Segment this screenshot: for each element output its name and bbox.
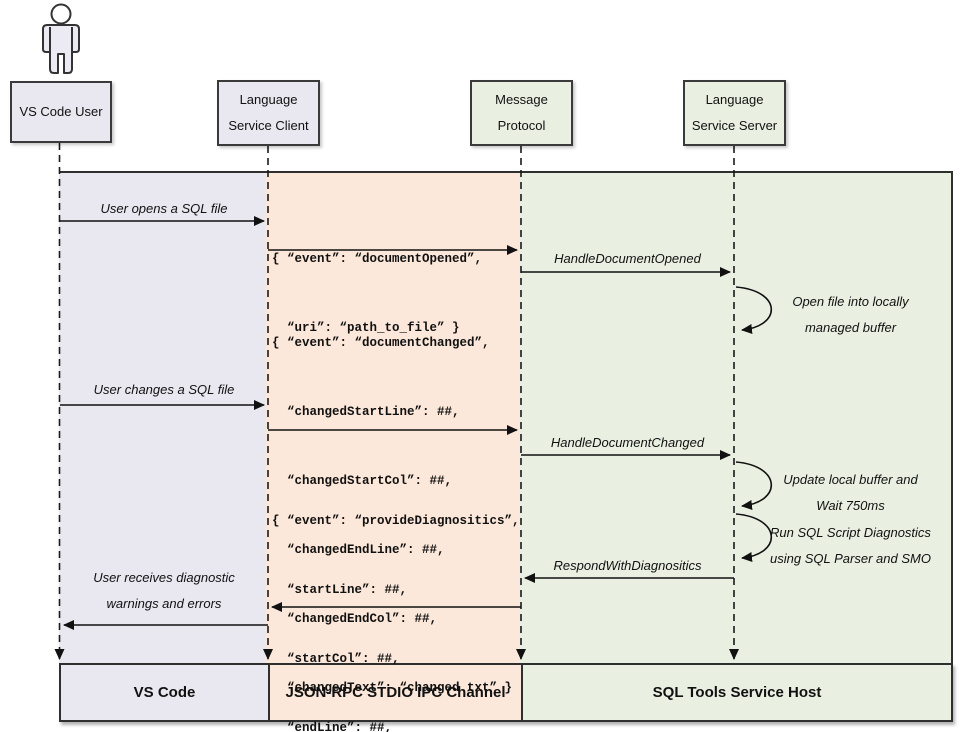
json-line: { “event”: “provideDiagnositics”, <box>272 514 520 528</box>
annotation-line: Wait 750ms <box>816 498 885 513</box>
json-block-document-changed: { “event”: “documentChanged”, “changedSt… <box>272 286 512 732</box>
json-line: “changedEndLine”: ##, <box>272 543 445 557</box>
annotation-run-diagnostics: Run SQL Script Diagnostics using SQL Par… <box>748 520 953 572</box>
footer-label: JSON-RPC STDIO IPC Channel <box>285 684 506 701</box>
lane-ipc-channel <box>266 173 519 663</box>
actor-box-vs-code-user: VS Code User <box>10 81 112 143</box>
actor-label: Language <box>239 92 298 107</box>
annotation-update-buffer: Update local buffer and Wait 750ms <box>748 467 953 519</box>
footer-box-ipc-channel: JSON-RPC STDIO IPC Channel <box>268 665 521 720</box>
json-line: “changedEndCol”: ##, <box>272 612 438 626</box>
json-line: { “event”: “documentChanged”, <box>272 336 490 350</box>
message-label-handle-document-changed: HandleDocumentChanged <box>550 435 705 450</box>
message-label-handle-document-opened: HandleDocumentOpened <box>554 251 701 266</box>
footer-box-vs-code: VS Code <box>61 665 268 720</box>
actor-label: Protocol <box>497 118 546 133</box>
message-label-line: warnings and errors <box>106 596 222 611</box>
actor-box-message-protocol: Message Protocol <box>470 80 573 146</box>
json-line: “startCol”: ##, <box>272 652 400 666</box>
json-block-provide-diagnostics: { “event”: “provideDiagnositics”, “start… <box>272 464 520 732</box>
json-block-document-opened: { “event”: “documentOpened”, “uri”: “pat… <box>272 202 482 386</box>
actor-label: Message <box>495 92 548 107</box>
json-line: “endLine”: ##, <box>272 721 393 732</box>
message-label-user-receives: User receives diagnostic warnings and er… <box>60 565 268 617</box>
footer-box-service-host: SQL Tools Service Host <box>521 665 951 720</box>
json-line: “uri”: “path_to_file” } <box>272 321 460 335</box>
message-label-line: User receives diagnostic <box>93 570 235 585</box>
lane-service-host <box>519 173 951 663</box>
actor-label: Service Server <box>691 118 778 133</box>
actor-box-language-service-client: Language Service Client <box>217 80 320 146</box>
footer-label: VS Code <box>133 684 196 701</box>
actor-icon <box>42 3 80 74</box>
json-line: “changedText”: “changed txt” } <box>272 681 513 695</box>
annotation-line: Update local buffer and <box>783 472 918 487</box>
self-loop-open-file <box>735 286 773 334</box>
annotation-line: using SQL Parser and SMO <box>770 551 931 566</box>
footer-boxes: VS Code JSON-RPC STDIO IPC Channel SQL T… <box>59 663 953 722</box>
lane-vscode <box>59 173 266 663</box>
json-line: “changedStartCol”: ##, <box>272 474 453 488</box>
actor-label: Service Client <box>228 118 309 133</box>
annotation-open-file: Open file into locally managed buffer <box>748 289 953 341</box>
self-loop-run-diagnostics <box>735 513 773 562</box>
swimlane-band <box>59 171 953 663</box>
message-label-user-changes: User changes a SQL file <box>93 382 235 397</box>
message-label-user-opens: User opens a SQL file <box>100 201 228 216</box>
annotation-line: Run SQL Script Diagnostics <box>770 525 931 540</box>
annotation-line: Open file into locally <box>792 294 909 309</box>
annotation-line: managed buffer <box>804 320 897 335</box>
message-label-respond-with-diagnostics: RespondWithDiagnositics <box>553 558 702 573</box>
json-line: “changedStartLine”: ##, <box>272 405 460 419</box>
actor-label: VS Code User <box>19 104 103 119</box>
json-line: { “event”: “documentOpened”, <box>272 252 483 266</box>
actor-label: Language <box>705 92 764 107</box>
json-line: “startLine”: ##, <box>272 583 408 597</box>
self-loop-update-buffer <box>735 461 773 510</box>
actor-box-language-service-server: Language Service Server <box>683 80 786 146</box>
footer-label: SQL Tools Service Host <box>652 684 822 701</box>
